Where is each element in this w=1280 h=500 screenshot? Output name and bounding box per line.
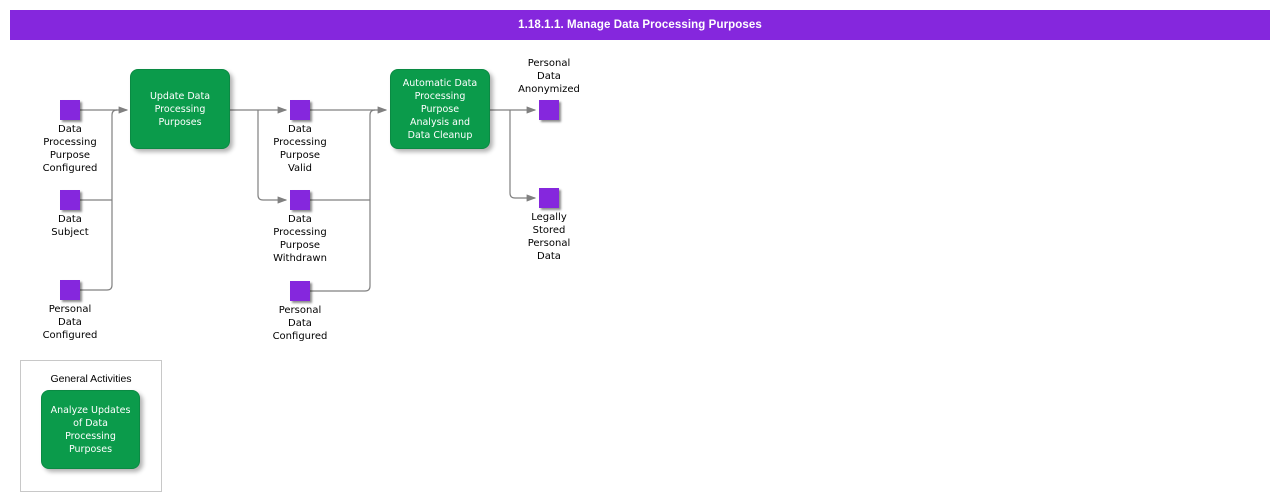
general-activities-title: General Activities	[50, 373, 132, 385]
process-analyze-updates-of-data-processing-purposes[interactable]: Analyze Updates of Data Processing Purpo…	[41, 390, 140, 469]
event-personal-data-configured-2	[290, 281, 310, 301]
label-personal-data-configured: Personal Data Configured	[42, 304, 98, 341]
label-data-processing-purpose-valid: Data Processing Purpose Valid	[273, 124, 327, 174]
label-personal-data-anonymized: Personal Data Anonymized	[518, 58, 580, 95]
event-data-processing-purpose-valid	[290, 100, 310, 120]
title-bar: 1.18.1.1. Manage Data Processing Purpose…	[10, 10, 1270, 40]
event-personal-data-anonymized	[539, 100, 559, 120]
event-personal-data-configured	[60, 280, 80, 300]
label-data-subject: Data Subject	[51, 214, 89, 238]
event-data-processing-purpose-configured	[60, 100, 80, 120]
event-data-processing-purpose-withdrawn	[290, 190, 310, 210]
process-automatic-data-processing-purpose-analysis-and-data-cleanup[interactable]: Automatic Data Processing Purpose Analys…	[390, 69, 490, 149]
label-personal-data-configured-2: Personal Data Configured	[272, 305, 328, 342]
process-update-data-processing-purposes[interactable]: Update Data Processing Purposes	[130, 69, 230, 149]
label-data-processing-purpose-configured: Data Processing Purpose Configured	[42, 124, 98, 174]
page-title: 1.18.1.1. Manage Data Processing Purpose…	[518, 19, 762, 31]
event-legally-stored-personal-data	[539, 188, 559, 208]
event-data-subject	[60, 190, 80, 210]
label-data-processing-purpose-withdrawn: Data Processing Purpose Withdrawn	[273, 214, 327, 264]
label-legally-stored-personal-data: Legally Stored Personal Data	[527, 212, 571, 262]
